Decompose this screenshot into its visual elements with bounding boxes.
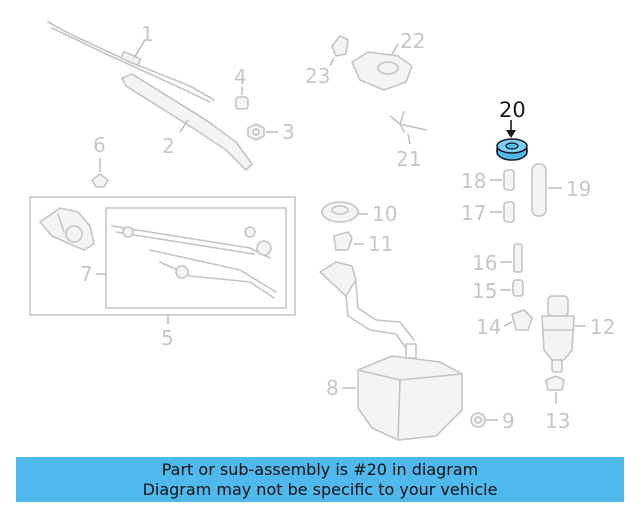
part-2-wiper-arm[interactable]	[121, 73, 253, 171]
part-12-washer-pump[interactable]	[541, 295, 586, 373]
part-1-wiper-blade[interactable]	[47, 21, 215, 103]
part-8-washer-reservoir[interactable]	[319, 261, 463, 441]
callout-4[interactable]: 4	[234, 65, 247, 89]
callout-1[interactable]: 1	[141, 22, 154, 46]
callout-3[interactable]: 3	[282, 120, 295, 144]
callout-12[interactable]: 12	[590, 315, 615, 339]
callout-16[interactable]: 16	[472, 251, 497, 275]
part-13-seal[interactable]	[545, 375, 565, 404]
callout-17[interactable]: 17	[461, 201, 486, 225]
callout-19[interactable]: 19	[566, 177, 591, 201]
callout-11[interactable]: 11	[368, 232, 393, 256]
callout-2[interactable]: 2	[162, 134, 175, 158]
part-3-nut[interactable]	[247, 123, 278, 141]
callout-15[interactable]: 15	[472, 279, 497, 303]
part-23-grommet[interactable]	[329, 35, 349, 67]
part-18-connector[interactable]	[490, 169, 515, 191]
part-19-tube[interactable]	[531, 163, 562, 217]
part-11-filler-cap[interactable]	[333, 231, 364, 251]
callout-22[interactable]: 22	[400, 29, 425, 53]
callout-23[interactable]: 23	[305, 64, 330, 88]
part-10-seal[interactable]	[321, 201, 368, 223]
part-15-seal[interactable]	[500, 279, 524, 297]
part-6-clip[interactable]	[91, 158, 109, 188]
callout-5[interactable]: 5	[161, 326, 174, 350]
callout-18[interactable]: 18	[461, 169, 486, 193]
part-21-hose-connector[interactable]	[389, 111, 427, 145]
callout-21[interactable]: 21	[396, 147, 421, 171]
part-16-bolt[interactable]	[500, 243, 523, 273]
callout-7[interactable]: 7	[80, 262, 93, 286]
callout-14[interactable]: 14	[476, 315, 501, 339]
banner-line-1: Part or sub-assembly is #20 in diagram	[161, 459, 479, 479]
part-22-nozzle-cover[interactable]	[351, 43, 413, 91]
part-20-reservoir-cap[interactable]	[496, 120, 528, 161]
part-9-grommet[interactable]	[470, 412, 498, 428]
part-14-grommet[interactable]	[503, 309, 533, 331]
callout-8[interactable]: 8	[326, 376, 339, 400]
info-banner: Part or sub-assembly is #20 in diagram D…	[16, 457, 624, 502]
part-17-connector[interactable]	[490, 201, 515, 223]
callout-9[interactable]: 9	[502, 409, 515, 433]
banner-line-2: Diagram may not be specific to your vehi…	[142, 479, 498, 499]
callout-20[interactable]: 20	[499, 98, 526, 122]
part-4-cap[interactable]	[235, 86, 249, 110]
part-5-linkage-assembly[interactable]	[29, 196, 296, 324]
callout-6[interactable]: 6	[93, 133, 106, 157]
callout-10[interactable]: 10	[372, 202, 397, 226]
callout-13[interactable]: 13	[545, 409, 570, 433]
